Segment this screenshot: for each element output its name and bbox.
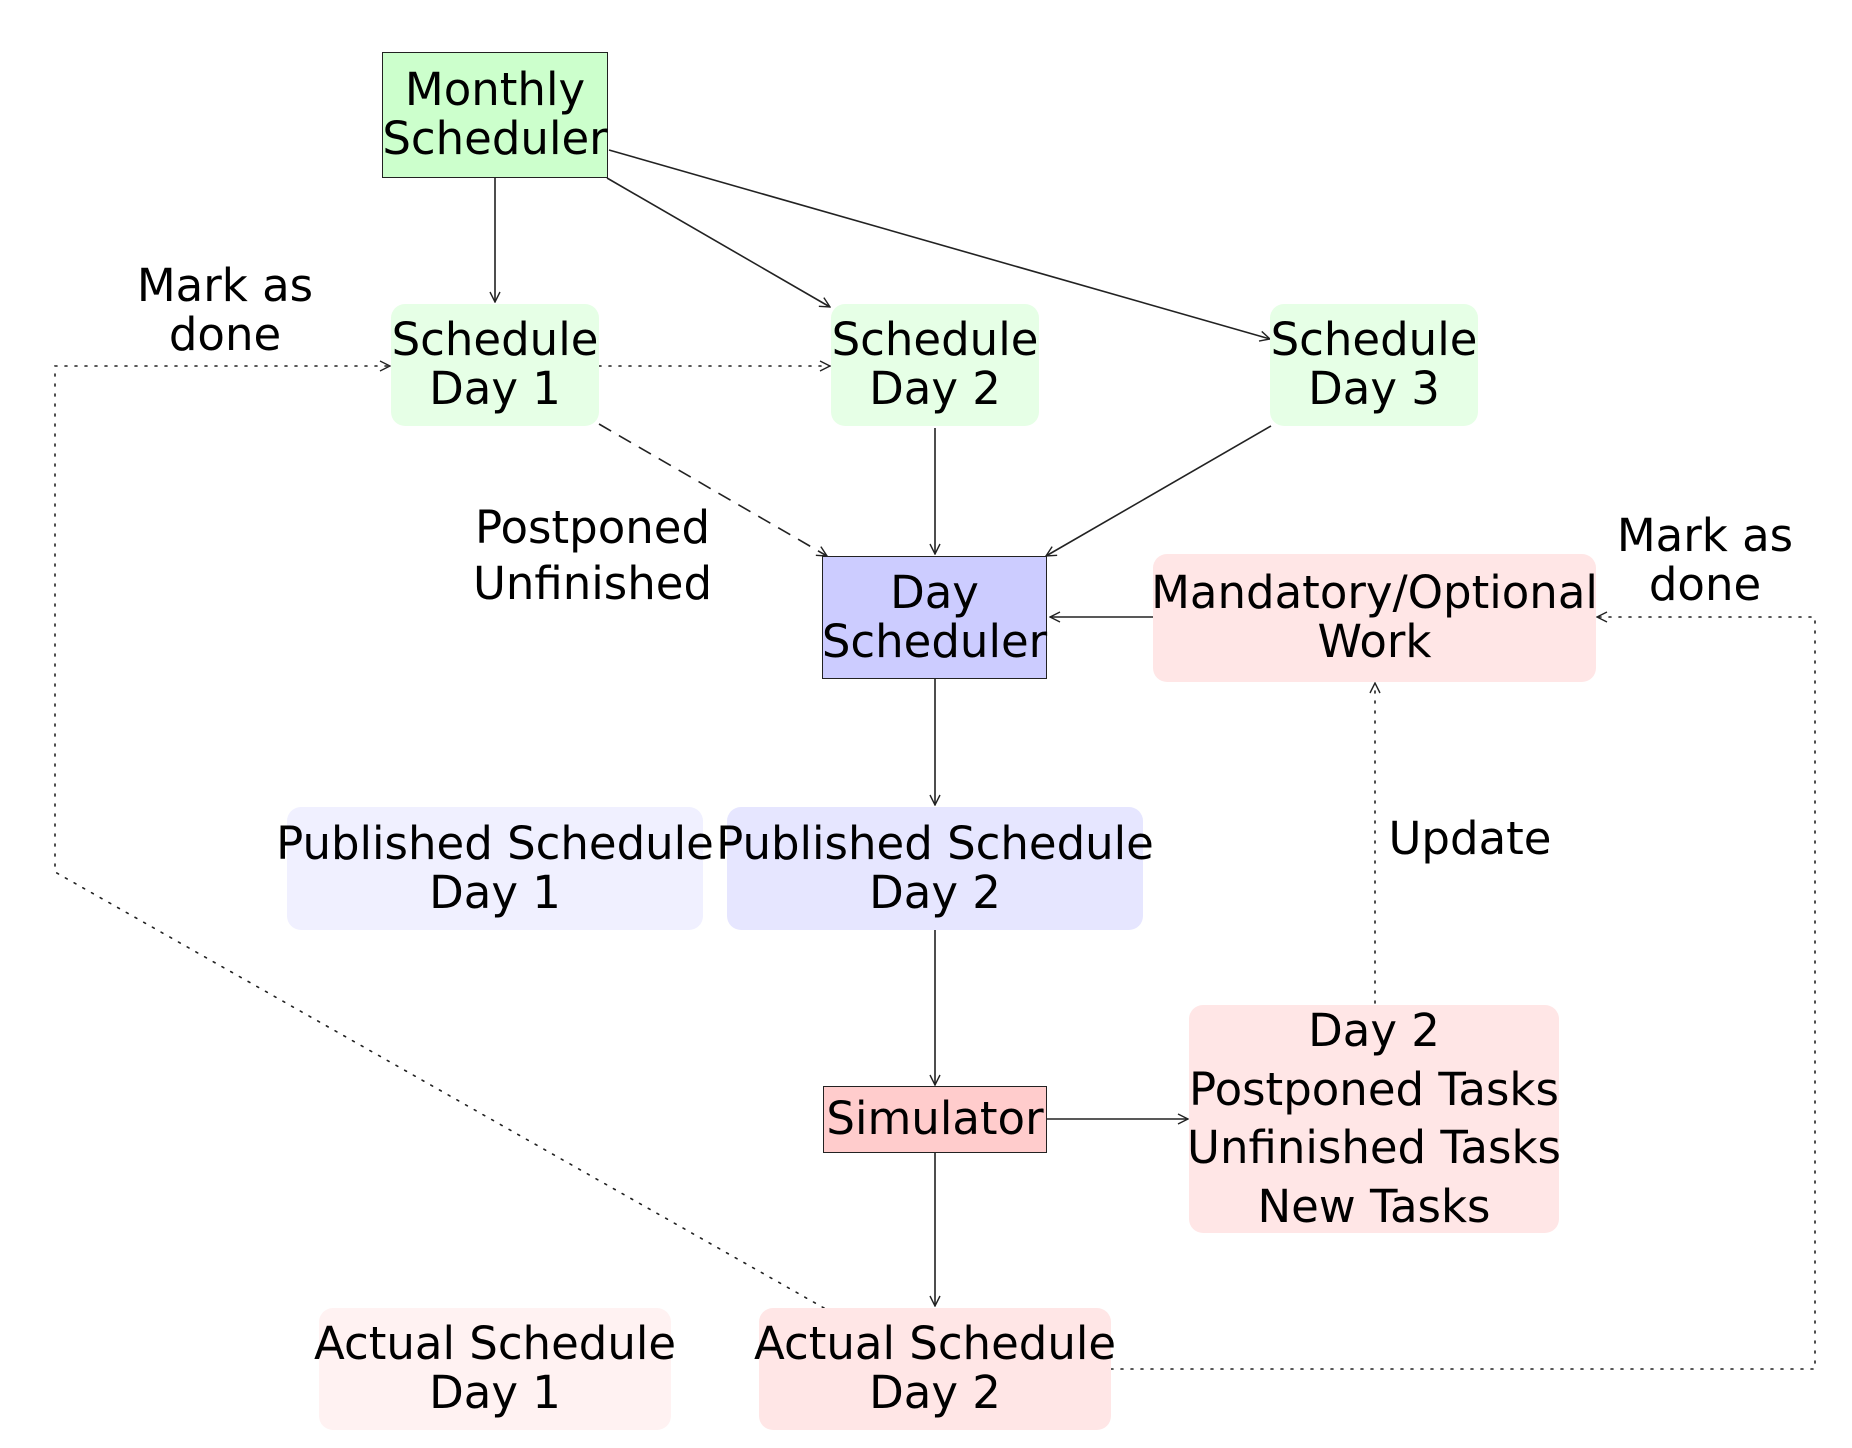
arrow-day1-to-dayscheduler: [598, 423, 827, 556]
schedule-day2-node: Schedule Day 2: [831, 304, 1039, 426]
monthly-scheduler-node: Monthly Scheduler: [382, 52, 608, 178]
published-day2-line2: Day 2: [869, 865, 1001, 919]
mandatory-optional-work-node: Mandatory/Optional Work: [1151, 554, 1598, 682]
actual-schedule-day1-node: Actual Schedule Day 1: [314, 1308, 676, 1430]
actual-day2-line2: Day 2: [869, 1366, 1001, 1419]
postponed-label-line2: Unfinished: [472, 557, 713, 611]
published-schedule-day2-node: Published Schedule Day 2: [716, 807, 1154, 930]
simulator-label: Simulator: [826, 1092, 1044, 1146]
published-day1-line1: Published Schedule: [276, 816, 714, 870]
mark-as-done-right-label: Mark as done: [1610, 509, 1800, 611]
arrow-monthly-to-day2: [606, 177, 830, 307]
day2-tasks-line4: New Tasks: [1257, 1179, 1491, 1233]
schedule-day3-line2: Day 3: [1308, 362, 1440, 415]
postponed-label-line1: Postponed: [474, 501, 711, 554]
postponed-unfinished-label: Postponed Unfinished: [470, 500, 715, 613]
monthly-scheduler-line2: Scheduler: [382, 112, 608, 165]
day2-tasks-line2: Postponed Tasks: [1189, 1062, 1559, 1116]
mark-done-left-line2: done: [168, 307, 282, 361]
update-label: Update: [1385, 812, 1555, 865]
mark-as-done-left-label: Mark as done: [130, 259, 320, 361]
mandatory-optional-line2: Work: [1317, 615, 1432, 668]
mark-done-right-line1: Mark as: [1616, 509, 1794, 562]
update-label-text: Update: [1388, 812, 1552, 865]
schedule-day1-line2: Day 1: [429, 362, 561, 415]
schedule-day2-line1: Schedule: [831, 313, 1039, 367]
published-schedule-day1-node: Published Schedule Day 1: [276, 807, 714, 930]
schedule-day3-line1: Schedule: [1270, 313, 1478, 367]
schedule-day1-line1: Schedule: [391, 313, 599, 367]
monthly-scheduler-line1: Monthly: [404, 63, 586, 117]
mark-done-left-line1: Mark as: [136, 259, 314, 312]
day-scheduler-line2: Scheduler: [821, 614, 1048, 668]
day2-tasks-line1: Day 2: [1308, 1004, 1440, 1057]
day2-tasks-line3: Unfinished Tasks: [1187, 1121, 1561, 1174]
day-scheduler-node: Day Scheduler: [822, 556, 1047, 679]
simulator-node: Simulator: [823, 1086, 1047, 1153]
arrow-day3-to-dayscheduler: [1046, 425, 1272, 556]
arrow-monthly-to-day3: [608, 149, 1270, 339]
actual-day1-line1: Actual Schedule: [313, 1317, 677, 1371]
mark-done-right-line2: done: [1648, 557, 1762, 611]
arrow-actual2-to-day1-mark-done: [54, 366, 825, 1309]
actual-day1-line2: Day 1: [429, 1366, 561, 1419]
schedule-day3-node: Schedule Day 3: [1270, 304, 1478, 426]
actual-schedule-day2-node: Actual Schedule Day 2: [754, 1308, 1116, 1430]
arrow-actual2-to-mandatory-mark-done: [1110, 617, 1816, 1370]
actual-day2-line1: Actual Schedule: [753, 1317, 1117, 1371]
schedule-day1-node: Schedule Day 1: [391, 304, 599, 426]
published-day1-line2: Day 1: [429, 865, 561, 919]
schedule-day2-line2: Day 2: [869, 362, 1001, 415]
day2-tasks-node: Day 2 Postponed Tasks Unfinished Tasks N…: [1187, 1004, 1561, 1233]
day-scheduler-line1: Day: [890, 565, 979, 619]
published-day2-line1: Published Schedule: [716, 816, 1154, 870]
mandatory-optional-line1: Mandatory/Optional: [1151, 566, 1598, 620]
